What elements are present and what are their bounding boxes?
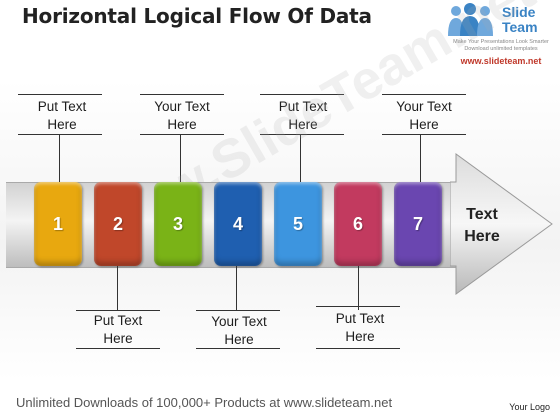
top-connector-3: [300, 134, 301, 182]
brand-name: Slide Team: [502, 4, 538, 35]
step-2: 2: [94, 182, 142, 266]
slide-title: Horizontal Logical Flow Of Data: [22, 4, 372, 28]
bottom-label-1-line-upper: [76, 310, 160, 311]
top-connector-2: [180, 134, 181, 182]
top-label-2-line-lower: [140, 134, 224, 135]
top-label-1-line-upper: [18, 94, 102, 95]
footer-logo-placeholder: Your Logo: [509, 402, 550, 412]
top-label-1-line-lower: [18, 134, 102, 135]
bottom-connector-1: [117, 266, 118, 310]
top-label-3-line-upper: [260, 94, 344, 95]
people-logo-icon: [448, 3, 493, 36]
bottom-label-1-line-lower: [76, 348, 160, 349]
arrow-head-icon: [450, 153, 553, 295]
step-1: 1: [34, 182, 82, 266]
top-label-3-line-lower: [260, 134, 344, 135]
brand-tagline-2: Download unlimited templates: [464, 46, 538, 52]
footer-promo[interactable]: Unlimited Downloads of 100,000+ Products…: [16, 395, 393, 410]
top-label-4-line-upper: [382, 94, 466, 95]
brand-url[interactable]: www.slideteam.net: [460, 56, 542, 66]
brand-tagline: Make Your Presentations Look Smarter: [453, 39, 549, 45]
bottom-connector-3: [358, 266, 359, 310]
top-label-2-line-upper: [140, 94, 224, 95]
step-6: 6: [334, 182, 382, 266]
step-4: 4: [214, 182, 262, 266]
bottom-label-3-line-upper: [316, 306, 400, 307]
top-connector-4: [420, 134, 421, 182]
bottom-label-2-line-lower: [196, 348, 280, 349]
bottom-label-2-line-upper: [196, 310, 280, 311]
bottom-connector-2: [236, 266, 237, 310]
top-label-4-line-lower: [382, 134, 466, 135]
bottom-label-3-line-lower: [316, 348, 400, 349]
step-3: 3: [154, 182, 202, 266]
top-connector-1: [59, 134, 60, 182]
footer: Unlimited Downloads of 100,000+ Products…: [0, 382, 560, 420]
step-7: 7: [394, 182, 442, 266]
brand-logo: Slide Team Make Your Presentations Look …: [442, 0, 560, 80]
step-5: 5: [274, 182, 322, 266]
